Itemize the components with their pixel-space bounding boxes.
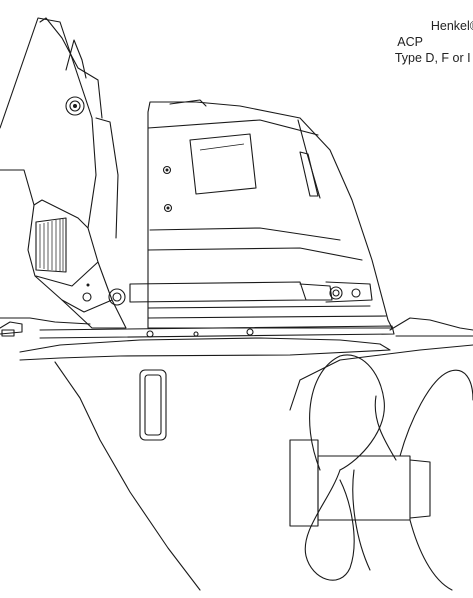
grip-recess (189, 133, 257, 195)
engine-housing (147, 99, 393, 329)
side-decal (299, 151, 319, 197)
callout-line-2: ACP (397, 35, 423, 49)
bracket-fasteners (82, 283, 126, 306)
trim-ram (129, 281, 373, 303)
pivot-bolt (65, 96, 85, 116)
lubricant-callout: Henkel® ACP Type D, F or I p (273, 18, 473, 66)
propeller-blades (304, 354, 473, 591)
callout-line-3: Type D, F or I p (394, 51, 473, 65)
propeller-hub (289, 439, 431, 527)
anode-plate (139, 369, 167, 441)
mount-hose (1, 329, 15, 337)
bracket-vent-grille (35, 217, 67, 273)
transom-bracket (0, 17, 127, 335)
mounting-plate (39, 325, 395, 339)
housing-screws (162, 165, 173, 213)
lower-unit (19, 317, 473, 591)
callout-line-1: Henkel® (430, 19, 473, 33)
